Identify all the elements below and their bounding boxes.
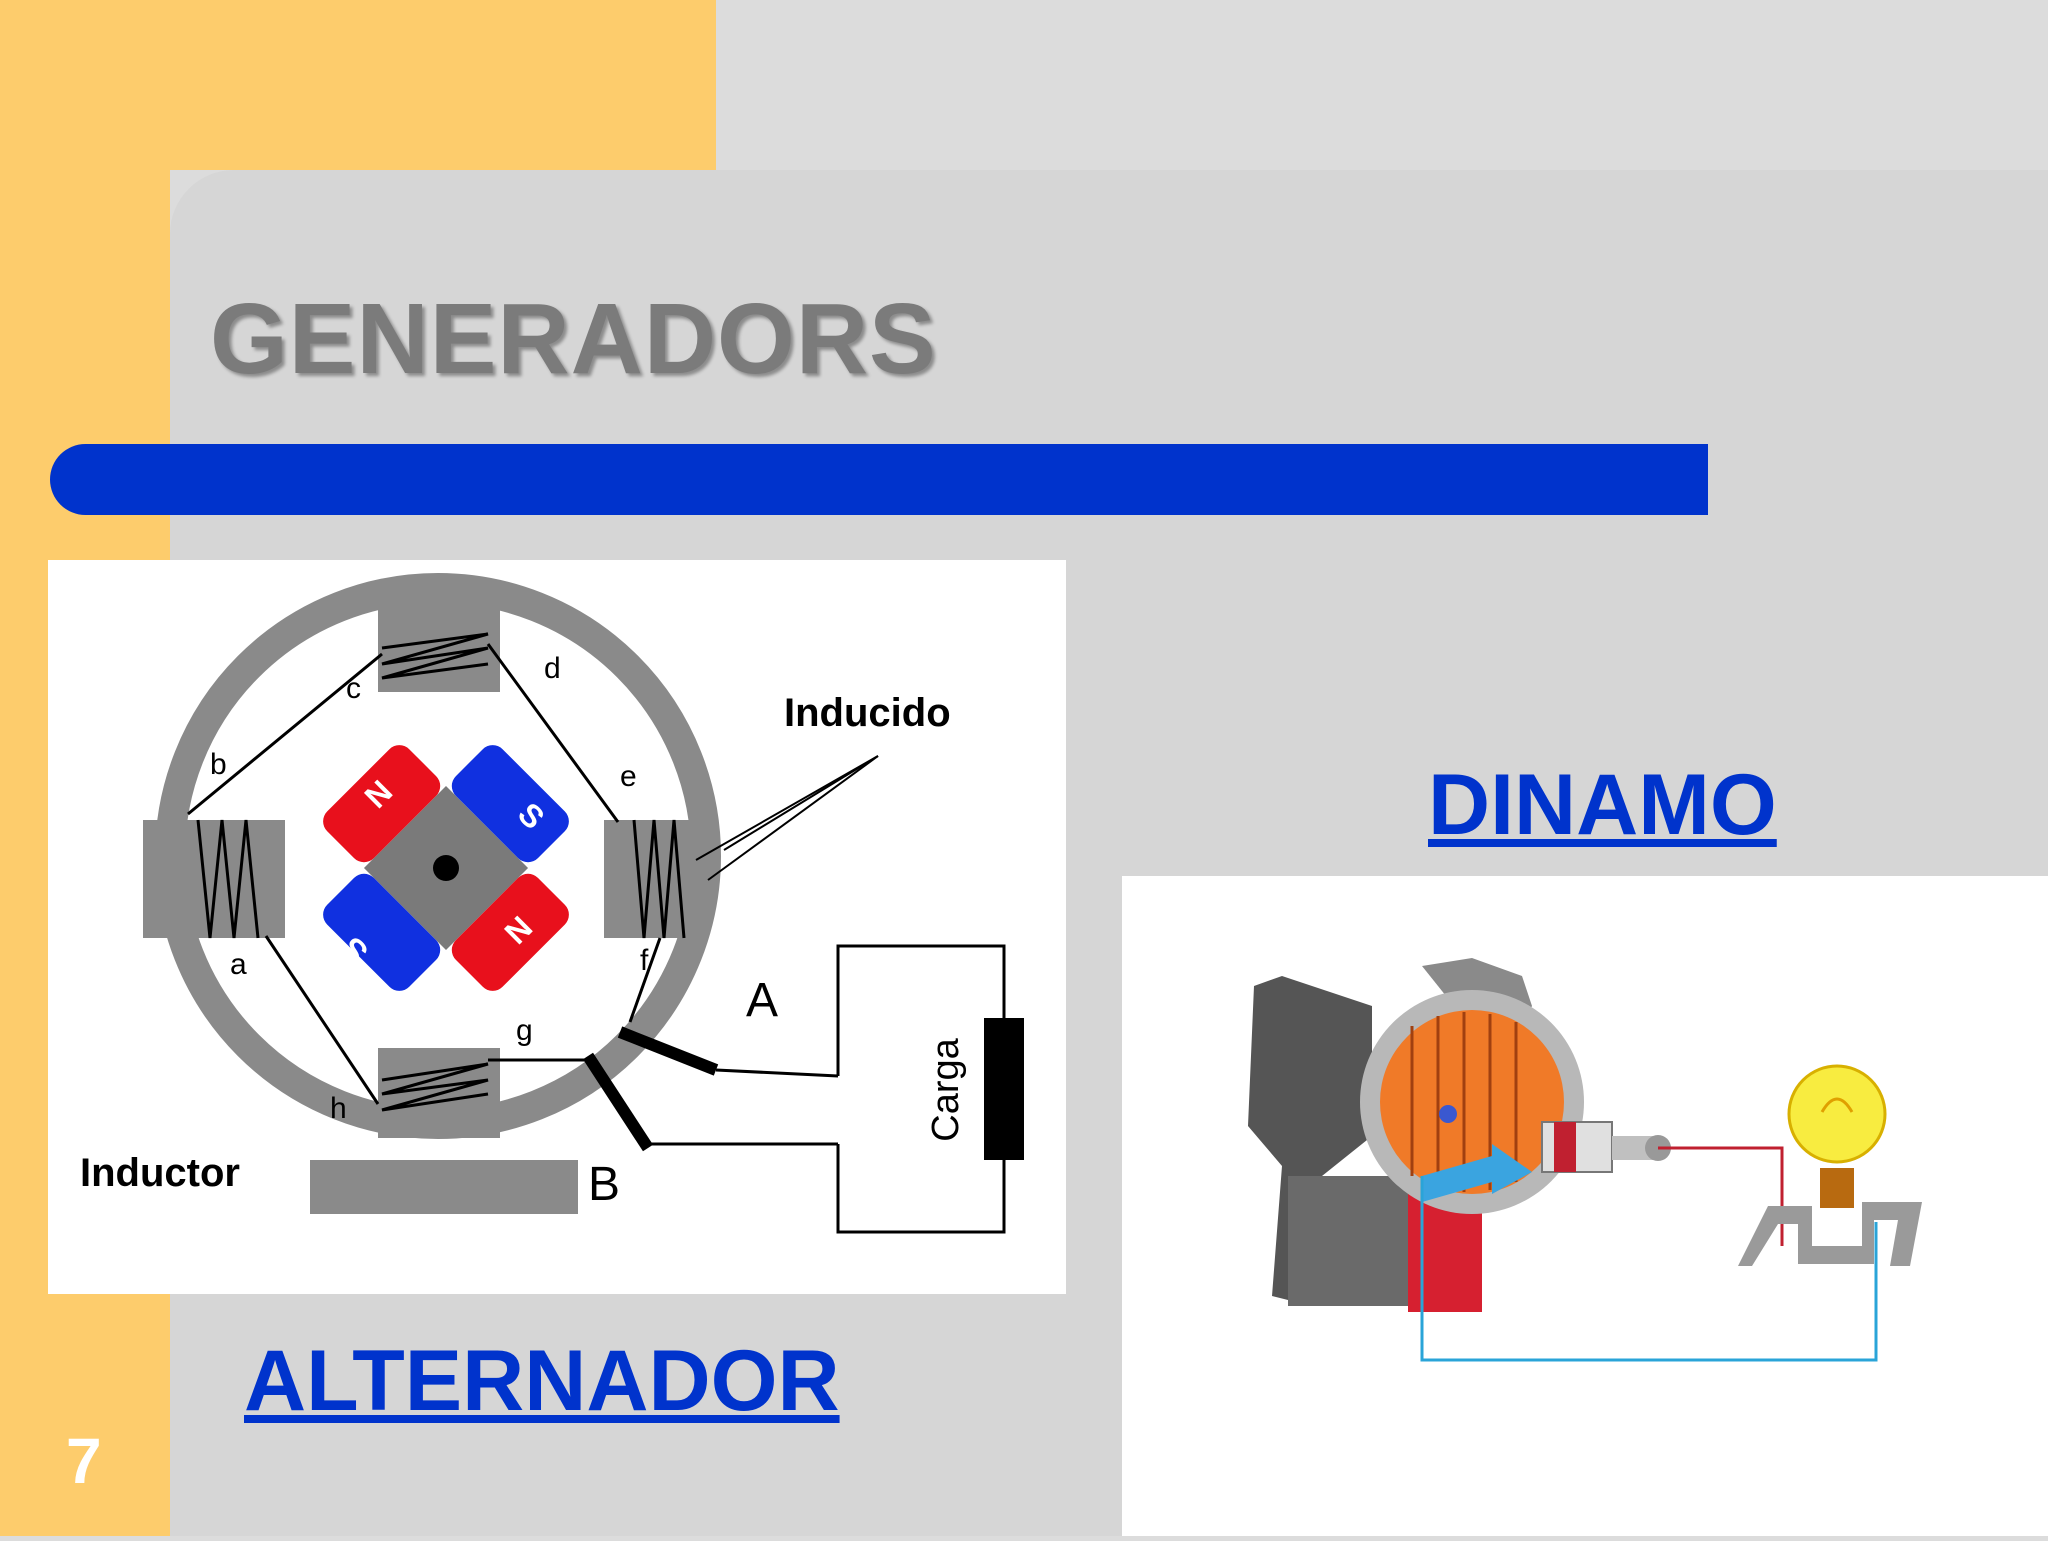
lamp-bulb [1787, 1064, 1887, 1164]
wire-label-e: e [620, 760, 637, 793]
wire-label-c: c [346, 672, 361, 705]
rotor-shaft [433, 855, 459, 881]
dinamo-link[interactable]: DINAMO [1428, 757, 1777, 853]
inducido-label: Inducido [784, 691, 951, 735]
magnet-base-left [1288, 1176, 1428, 1306]
lamp-socket [1820, 1168, 1854, 1208]
alternador-link[interactable]: ALTERNADOR [244, 1333, 840, 1429]
terminal-a: A [746, 974, 778, 1027]
terminal-b: B [588, 1158, 620, 1211]
lamp-base [1738, 1202, 1922, 1266]
dynamo-illustration [1122, 876, 2048, 1536]
stator-base [310, 1160, 578, 1214]
commutator [1541, 1121, 1613, 1173]
brush-b [582, 1052, 654, 1152]
wire-label-g: g [516, 1014, 533, 1047]
title-underline-bar [50, 444, 1708, 515]
coil-bottom [381, 1062, 489, 1112]
armature-copper [1380, 1010, 1564, 1194]
wire-label-a: a [230, 948, 247, 981]
brush-a [617, 1026, 719, 1076]
dynamo-svg [1248, 958, 1922, 1362]
coil-left [196, 819, 260, 939]
wire-blue [1420, 1176, 1878, 1362]
wire-label-b: b [210, 748, 227, 781]
pole-left [143, 820, 285, 938]
magnet-n-left [323, 745, 441, 863]
top-gray-band [716, 0, 2048, 170]
magnet-s-bottom [323, 873, 441, 991]
magnet-n-right [451, 873, 569, 991]
alternator-diagram: N S S N a b c d e f g h Carga A B Induci… [48, 560, 1066, 1294]
magnet-left-dark [1248, 976, 1372, 1306]
top-accent-block [0, 0, 716, 170]
slide-title: GENERADORS [210, 283, 937, 395]
coil-top [381, 632, 489, 680]
coil-right [632, 819, 686, 939]
page-number: 7 [66, 1425, 102, 1497]
wire-label-f: f [640, 944, 649, 977]
wire-label-h: h [330, 1092, 347, 1125]
magnet-s-top [451, 745, 569, 863]
alternator-svg: N S S N a b c d e f g h Carga A B Induci… [80, 573, 1024, 1234]
inductor-label: Inductor [80, 1151, 240, 1195]
current-arrow [1422, 1144, 1532, 1202]
wire-label-d: d [544, 652, 561, 685]
load-resistor [984, 1018, 1024, 1160]
carga-label: Carga [925, 1037, 967, 1141]
